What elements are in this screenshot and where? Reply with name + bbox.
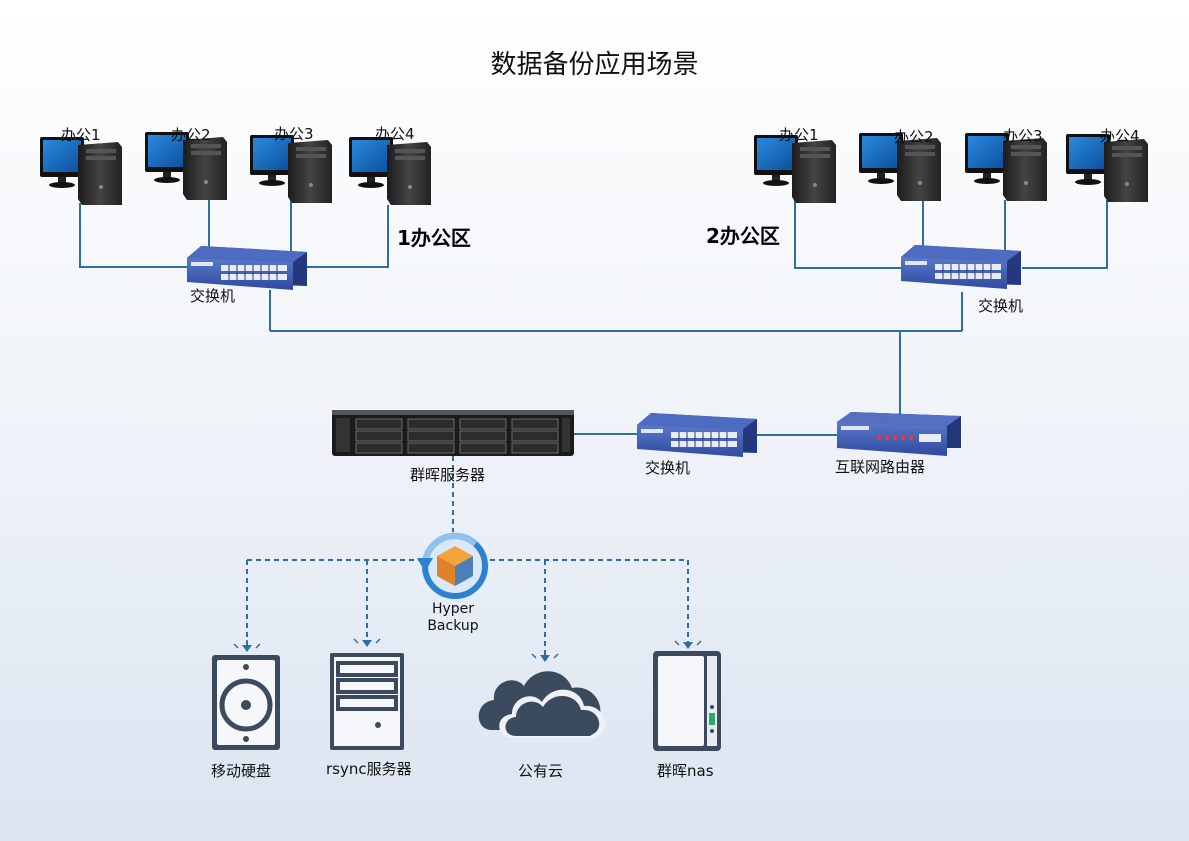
office2-switch-label: 交换机 xyxy=(978,297,1024,315)
external-drive-label: 移动硬盘 xyxy=(211,762,272,780)
switch-icon xyxy=(900,244,1022,290)
switch-icon xyxy=(186,245,308,291)
router-icon xyxy=(837,412,961,456)
router-label: 互联网路由器 xyxy=(835,458,926,476)
nas-label: 群晖nas xyxy=(657,762,714,780)
rack-server-icon xyxy=(332,410,574,456)
office1-pc4-label: 办公4 xyxy=(375,125,415,143)
hyper-backup-line2: Backup xyxy=(427,618,479,634)
office1-pc1-label: 办公1 xyxy=(61,126,101,144)
office1-pc2-label: 办公2 xyxy=(171,126,211,144)
switch-icon xyxy=(636,412,758,458)
core-switch-label: 交换机 xyxy=(645,459,691,477)
external-drive-icon xyxy=(212,655,280,750)
rsync-server-label: rsync服务器 xyxy=(326,760,412,778)
public-cloud-label: 公有云 xyxy=(518,762,564,780)
pc-icon xyxy=(40,137,122,205)
office1-pc3-label: 办公3 xyxy=(274,125,314,143)
office2-pc1-label: 办公1 xyxy=(779,126,819,144)
zone1-label: 1办公区 xyxy=(397,226,471,250)
hyper-backup-line1: Hyper xyxy=(431,601,475,617)
rsync-server-icon xyxy=(330,653,404,750)
zone2-label: 2办公区 xyxy=(706,224,780,248)
office2-pc2-label: 办公2 xyxy=(894,128,934,146)
cloud-icon xyxy=(478,671,606,738)
page-title: 数据备份应用场景 xyxy=(490,50,699,80)
pc-icon xyxy=(349,137,431,205)
pc-icon xyxy=(754,135,836,203)
signal-ticks xyxy=(233,638,702,659)
office2-pc3-label: 办公3 xyxy=(1003,127,1043,145)
hyper-backup-icon xyxy=(417,532,489,600)
nas-icon xyxy=(653,651,721,751)
office1-switch-label: 交换机 xyxy=(190,287,236,305)
office2-pc4-label: 办公4 xyxy=(1100,127,1140,145)
server-label: 群晖服务器 xyxy=(410,466,486,484)
hyper-backup-label: Hyper Backup xyxy=(418,601,488,635)
pc-icon xyxy=(250,135,332,203)
network-lines xyxy=(79,195,1108,436)
backup-arrowheads xyxy=(242,640,693,662)
